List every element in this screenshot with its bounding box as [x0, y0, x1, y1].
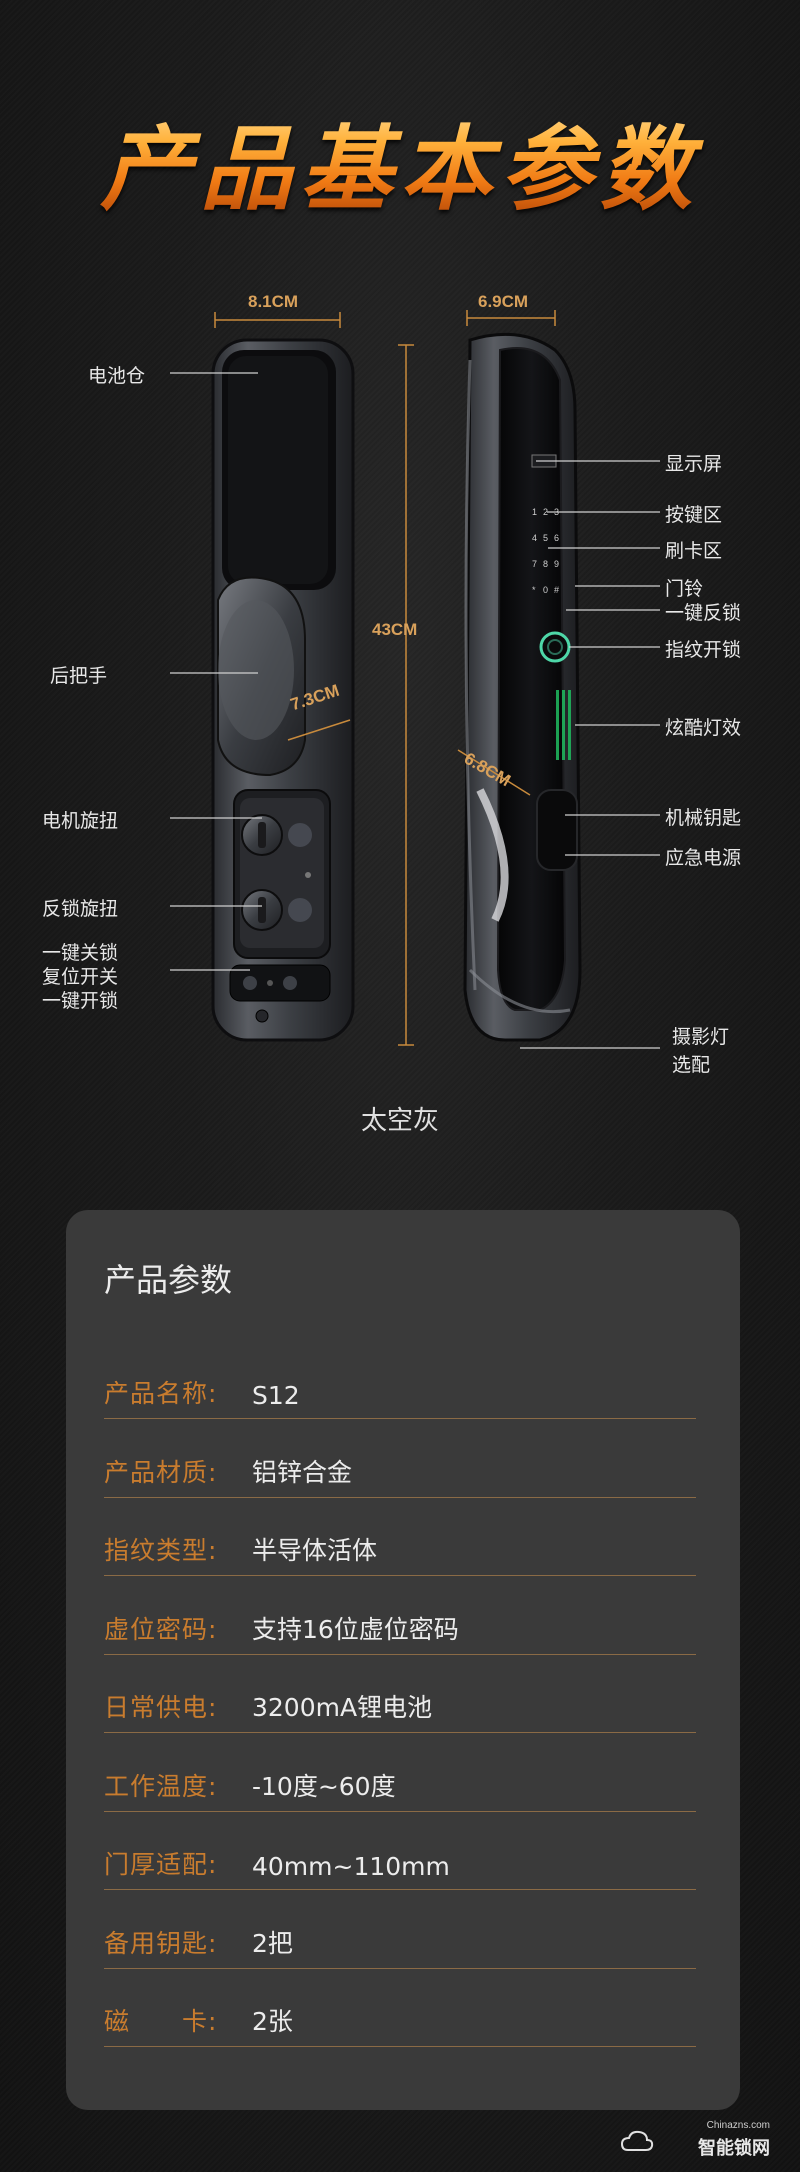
param-key: 虚位密码: — [104, 1614, 218, 1644]
watermark: Chinazns.com 智能锁网 — [620, 2120, 770, 2160]
param-key: 指纹类型: — [104, 1536, 218, 1565]
dim-width-front: 6.9CM — [478, 292, 529, 311]
label-card-area: 刷卡区 — [665, 540, 723, 562]
label-one-key-lock: 一键关锁 — [42, 942, 119, 964]
keypad-digit: 5 — [543, 533, 548, 543]
param-value: -10度~60度 — [252, 1771, 396, 1801]
label-display: 显示屏 — [665, 453, 723, 475]
param-value: 半导体活体 — [252, 1536, 378, 1565]
keypad-digit: 7 — [532, 559, 537, 569]
param-key: 门厚适配: — [104, 1850, 218, 1879]
param-row: 产品名称: S12 — [104, 1372, 696, 1419]
dim-width-back: 8.1CM — [248, 292, 299, 311]
param-value: 3200mA锂电池 — [252, 1693, 433, 1722]
label-battery: 电池仓 — [88, 365, 146, 387]
param-row: 指纹类型: 半导体活体 — [104, 1529, 696, 1576]
leader-lines — [170, 372, 660, 1049]
param-row: 虚位密码: 支持16位虚位密码 — [104, 1608, 696, 1655]
keypad-digit: 8 — [543, 559, 548, 569]
label-mech-key: 机械钥匙 — [665, 807, 742, 829]
param-row: 磁 卡: 2张 — [104, 2000, 696, 2047]
keypad-digit: 4 — [532, 533, 537, 543]
params-title: 产品参数 — [104, 1261, 233, 1299]
dim-height: 43CM — [372, 620, 418, 639]
keypad-digit: * — [532, 585, 536, 595]
params-panel: 产品参数 产品名称: S12 产品材质: 铝锌合金指纹类型: 半导体活体虚位密码: 支持1… — [66, 1210, 740, 2110]
dimension-lines — [214, 310, 556, 1046]
param-row: 工作温度: -10度~60度 — [104, 1765, 696, 1812]
param-value: 40mm~110mm — [252, 1852, 450, 1881]
label-deadlock-knob: 反锁旋扭 — [42, 898, 119, 920]
param-row: 产品材质: 铝锌合金 — [104, 1451, 696, 1498]
param-key: 工作温度: — [104, 1771, 218, 1801]
label-fingerprint: 指纹开锁 — [665, 639, 742, 661]
watermark-url: Chinazns.com — [706, 2120, 770, 2131]
param-key: 产品材质: — [104, 1457, 218, 1487]
keypad-digit: # — [554, 585, 559, 595]
keypad-digit: 1 — [532, 507, 537, 517]
param-key: 产品名称: — [104, 1379, 218, 1408]
label-camera-optional: 选配 — [672, 1054, 711, 1076]
front-panel — [463, 332, 582, 1042]
label-motor-knob: 电机旋扭 — [42, 810, 119, 832]
label-cool-light: 炫酷灯效 — [665, 717, 742, 739]
label-one-key-deadlock: 一键反锁 — [665, 602, 742, 624]
param-key: 日常供电: — [104, 1693, 218, 1722]
param-value: 铝锌合金 — [252, 1457, 353, 1487]
label-reset-switch: 复位开关 — [42, 966, 119, 988]
label-rear-handle: 后把手 — [50, 665, 108, 687]
param-key: 磁 卡: — [104, 2007, 218, 2036]
label-emergency-power: 应急电源 — [665, 847, 742, 869]
param-value: 2把 — [252, 1928, 293, 1958]
keypad-digit: 0 — [543, 585, 548, 595]
param-row: 备用钥匙: 2把 — [104, 1922, 696, 1969]
label-one-key-unlock: 一键开锁 — [42, 990, 119, 1012]
hero-title: 产品基本参数 — [0, 95, 800, 228]
keypad-digit: 2 — [543, 507, 548, 517]
keypad-digit: 6 — [554, 533, 559, 543]
param-row: 门厚适配: 40mm~110mm — [104, 1843, 696, 1890]
keypad-digit: 9 — [554, 559, 559, 569]
back-panel — [211, 338, 355, 1042]
param-row: 日常供电: 3200mA锂电池 — [104, 1686, 696, 1733]
param-key: 备用钥匙: — [104, 1928, 218, 1958]
label-keypad: 按键区 — [665, 504, 723, 526]
color-name: 太空灰 — [360, 1106, 439, 1136]
label-doorbell: 门铃 — [665, 578, 704, 600]
label-camera-light: 摄影灯 — [672, 1026, 730, 1048]
param-value: 2张 — [252, 2007, 293, 2036]
watermark-brand: 智能锁网 — [698, 2138, 770, 2159]
param-value: S12 — [252, 1381, 300, 1410]
cloud-icon — [620, 2130, 654, 2151]
param-value: 支持16位虚位密码 — [252, 1614, 459, 1644]
